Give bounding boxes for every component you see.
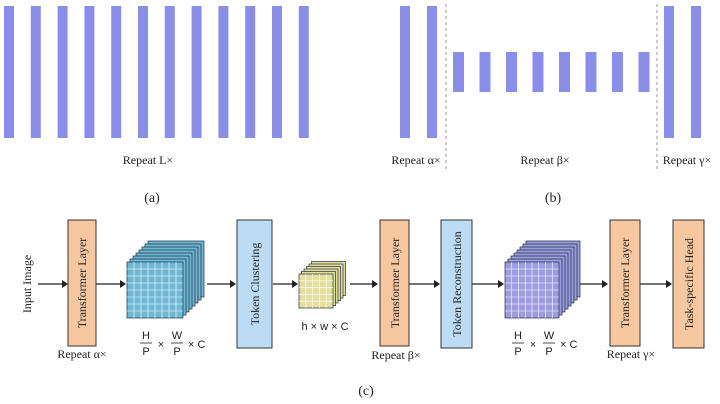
pipeline-arrows <box>38 280 672 288</box>
panel-c-repeat-gamma: Repeat γ× <box>607 347 655 361</box>
layer-bar-beta <box>638 52 650 92</box>
svg-text:P: P <box>142 346 149 358</box>
layer-bar-a <box>298 6 309 138</box>
token-cube-2 <box>298 261 346 309</box>
layer-bar-a <box>111 6 122 138</box>
layer-bar-a <box>164 6 175 138</box>
layer-bar-a <box>191 6 202 138</box>
token-clustering-label: Token Clustering <box>248 243 262 326</box>
panel-c-caption: (c) <box>358 384 374 399</box>
layer-bar-a <box>272 6 282 138</box>
svg-text:P: P <box>173 346 180 358</box>
panel-a-layers <box>4 6 309 138</box>
layer-bar-a <box>218 6 229 138</box>
panel-b-layers <box>400 6 701 138</box>
token-reconstruction-label: Token Reconstruction <box>450 231 464 336</box>
layer-bar-a <box>30 6 41 138</box>
panel-b-caption: (b) <box>545 191 562 206</box>
layer-bar-beta <box>506 52 517 92</box>
shape-formula-2: h × w × C <box>301 321 348 333</box>
layer-bar-a <box>84 6 95 138</box>
token-cube-1 <box>126 240 205 319</box>
task-head-block <box>672 219 705 349</box>
svg-text:H: H <box>142 330 150 342</box>
layer-bar-gamma <box>691 6 701 138</box>
transformer-block-2-label: Transformer Layer <box>388 238 402 329</box>
layer-bar-a <box>57 6 68 138</box>
svg-text:× C: × C <box>188 339 205 351</box>
svg-text:× C: × C <box>560 339 577 351</box>
layer-bar-alpha <box>400 6 410 138</box>
token-cube-3 <box>504 240 581 319</box>
svg-text:H: H <box>514 330 522 342</box>
shape-formula-1: H P × W P × C <box>140 330 205 358</box>
layer-bar-beta <box>479 52 491 92</box>
svg-text:P: P <box>545 346 552 358</box>
input-image-label: Input Image <box>20 255 34 313</box>
transformer-block-3 <box>609 219 641 347</box>
layer-bar-beta <box>532 52 544 92</box>
layer-bar-a <box>138 6 148 138</box>
task-head-label: Task-specific Head <box>682 238 696 330</box>
shape-formula-3: H P × W P × C <box>512 330 577 358</box>
token-clustering-block <box>236 219 273 349</box>
token-grid <box>127 262 183 318</box>
token-grid <box>505 262 559 318</box>
panel-c-repeat-beta: Repeat β× <box>371 348 420 362</box>
layer-bar-gamma <box>664 6 674 138</box>
panel-b-repeat-beta: Repeat β× <box>520 153 569 167</box>
transformer-block-1 <box>67 219 97 347</box>
panel-b-repeat-alpha: Repeat α× <box>391 153 440 167</box>
svg-text:×: × <box>530 339 536 351</box>
token-reconstruction-block <box>440 219 473 349</box>
layer-bar-beta <box>612 52 623 92</box>
token-slab <box>298 273 334 309</box>
transformer-block-3-label: Transformer Layer <box>618 238 632 329</box>
panel-a-repeat-label: Repeat L× <box>123 153 173 167</box>
transformer-block-1-label: Transformer Layer <box>75 238 89 329</box>
layer-bar-a <box>245 6 256 138</box>
panel-b-repeat-gamma: Repeat γ× <box>663 153 711 167</box>
panel-c-repeat-alpha: Repeat α× <box>57 347 106 361</box>
svg-text:P: P <box>514 346 521 358</box>
svg-text:W: W <box>172 330 183 342</box>
transformer-block-2 <box>379 219 410 347</box>
layer-bar-beta <box>585 52 597 92</box>
panel-a-caption: (a) <box>144 191 160 206</box>
token-grid <box>299 274 333 308</box>
svg-text:W: W <box>544 330 555 342</box>
layer-bar-beta <box>559 52 570 92</box>
svg-text:×: × <box>158 339 164 351</box>
layer-bar-alpha <box>427 6 437 138</box>
layer-bar-beta <box>453 52 464 92</box>
layer-bar-a <box>4 6 14 138</box>
